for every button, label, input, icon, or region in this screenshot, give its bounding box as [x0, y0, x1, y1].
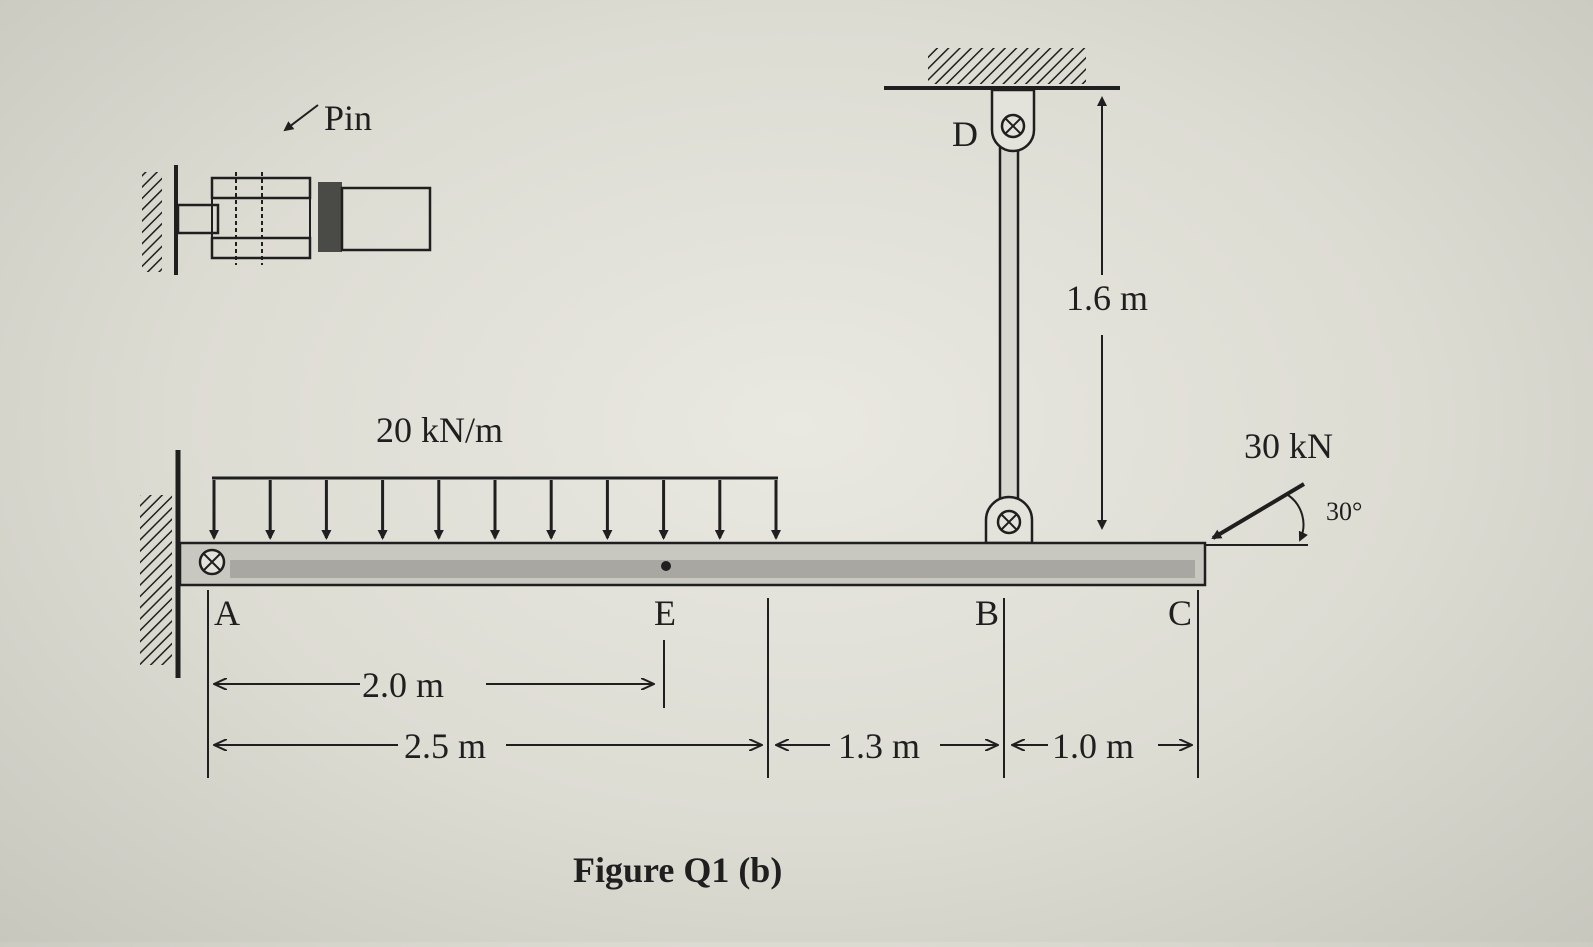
point-a-label: A: [214, 593, 240, 633]
dim-bc-label: 1.0 m: [1052, 726, 1134, 766]
wall-a-hatch: [140, 495, 172, 665]
pin-d-cross: [1004, 117, 1022, 135]
pin-b-icon: [996, 509, 1022, 535]
point-b-label: B: [975, 593, 999, 633]
pin-detail-wall-hatch: [142, 172, 162, 272]
point-labels: A E B C: [207, 590, 1199, 778]
pin-detail-bracket: [176, 203, 220, 235]
ceiling-hatch: [928, 48, 1086, 84]
load-angle-label: 30°: [1326, 497, 1362, 526]
pin-detail: Pin: [142, 98, 432, 275]
pin-d-icon: [1000, 113, 1026, 139]
rod-length-dimension: 1.6 m: [1066, 96, 1148, 530]
rod-body: [998, 138, 1020, 507]
distributed-load: 20 kN/m: [209, 410, 781, 540]
point-d-label: D: [952, 114, 978, 154]
pin-detail-beam-section: [318, 182, 342, 252]
pin-b-cross: [1000, 513, 1018, 531]
angle-arc: [1287, 494, 1308, 542]
dim-ae-label: 2.0 m: [362, 665, 444, 705]
dim-le-b-label: 1.3 m: [838, 726, 920, 766]
dimension-ae: 2.0 m: [214, 665, 654, 705]
dimension-load-end-b: 1.3 m: [776, 726, 998, 766]
beam-texture: [230, 560, 1195, 578]
beam-ac: [178, 541, 1207, 587]
figure-caption: Figure Q1 (b): [573, 850, 782, 890]
point-c-label: C: [1168, 593, 1192, 633]
dim-a-le-label: 2.5 m: [404, 726, 486, 766]
rod-bottom-clevis: [984, 495, 1034, 545]
load-30kn-arrow: [1211, 482, 1306, 540]
dimension-bc: 1.0 m: [1012, 726, 1192, 766]
rod-length-label: 1.6 m: [1066, 278, 1148, 318]
udl-label: 20 kN/m: [376, 410, 503, 450]
rod-bd: D: [952, 88, 1036, 545]
point-load-c: 30 kN 30°: [1205, 426, 1362, 546]
pin-a-cross: [203, 553, 221, 571]
pin-label: Pin: [324, 98, 372, 138]
point-e-label: E: [654, 593, 676, 633]
pin-detail-beam-end: [340, 186, 432, 252]
point-e-marker: [661, 561, 671, 571]
wall-a: [140, 450, 181, 678]
load-30kn-label: 30 kN: [1244, 426, 1333, 466]
ceiling-support: [884, 48, 1120, 90]
rod-top-clevis: [990, 88, 1036, 153]
dimension-a-load-end: 2.5 m: [214, 726, 762, 766]
pin-pointer-arrow: [283, 104, 319, 132]
pin-detail-clevis-bottom: [210, 236, 312, 260]
